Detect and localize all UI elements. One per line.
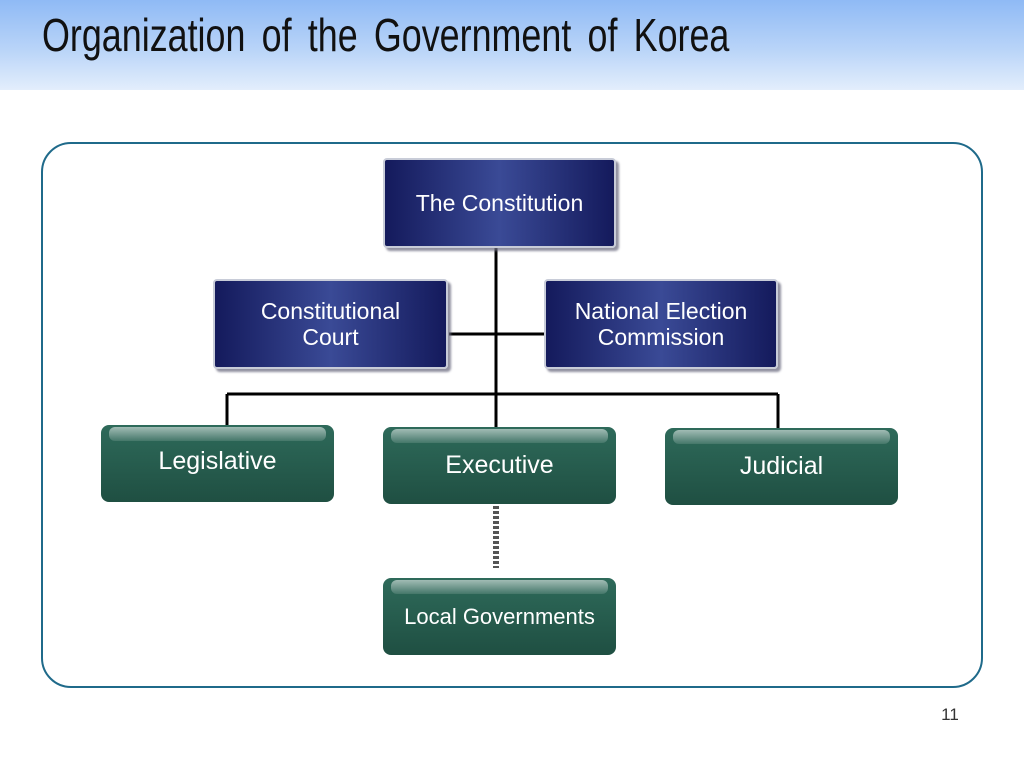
node-judicial: Judicial — [665, 428, 898, 505]
node-judicial-label: Judicial — [739, 452, 824, 481]
node-local-governments-label: Local Governments — [404, 603, 595, 629]
node-legislative: Legislative — [101, 425, 334, 502]
node-national-election-commission-label: National Election Commission — [575, 298, 748, 351]
node-constitution: The Constitution — [383, 158, 616, 248]
node-constitutional-court: Constitutional Court — [213, 279, 448, 369]
node-executive-label: Executive — [445, 451, 554, 480]
node-constitution-label: The Constitution — [415, 189, 584, 216]
node-local-governments: Local Governments — [383, 578, 616, 655]
page-number: 11 — [941, 705, 959, 724]
page-title: Organization of the Government of Korea — [42, 9, 730, 61]
title-band: Organization of the Government of Korea — [0, 0, 1024, 90]
node-legislative-label: Legislative — [158, 447, 277, 476]
node-constitutional-court-label: Constitutional Court — [261, 298, 400, 351]
node-national-election-commission-line-1: National Election — [574, 297, 748, 324]
node-constitutional-court-line-2: Court — [302, 324, 359, 350]
node-national-election-commission: National Election Commission — [544, 279, 778, 369]
node-executive: Executive — [383, 427, 616, 504]
node-constitutional-court-line-1: Constitutional — [260, 297, 401, 324]
node-national-election-commission-line-2: Commission — [597, 324, 725, 350]
